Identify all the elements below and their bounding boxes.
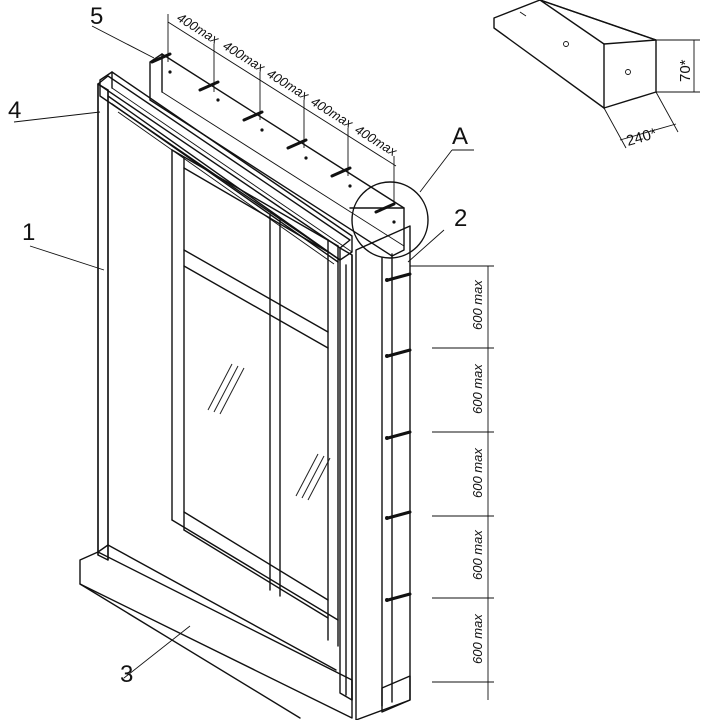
side-anchor xyxy=(385,348,412,358)
lintel xyxy=(99,71,353,261)
detail-a-circle xyxy=(351,181,429,259)
side-dimension-chain xyxy=(410,265,494,700)
top-angle-plate xyxy=(149,53,405,257)
callout-2: 2 xyxy=(454,205,467,232)
window-sash xyxy=(171,149,339,647)
callout-4: 4 xyxy=(8,97,21,124)
side-anchor xyxy=(385,510,412,520)
top-bolt xyxy=(286,138,308,160)
top-dimension-label: 400max xyxy=(174,10,222,47)
window-frame xyxy=(79,75,353,719)
side-anchor xyxy=(385,592,412,602)
side-dimension-label: 600 max xyxy=(470,530,485,580)
callout-3: 3 xyxy=(120,661,133,688)
top-bolt xyxy=(150,52,172,74)
side-dimension-label: 600 max xyxy=(470,614,485,664)
glass-reflection xyxy=(207,363,233,411)
top-bolt xyxy=(198,80,220,102)
top-bolt xyxy=(330,166,352,188)
callout-leaders xyxy=(13,25,445,679)
callout-detail-a: A xyxy=(452,123,468,150)
side-dimension-label: 600 max xyxy=(470,448,485,498)
top-dimension-chain xyxy=(167,14,397,204)
side-anchor xyxy=(385,430,412,440)
top-bolt xyxy=(374,202,396,224)
side-dimension-label: 600 max xyxy=(470,280,485,330)
detail-height-label: 70* xyxy=(677,59,694,82)
callout-1: 1 xyxy=(22,219,35,246)
side-dimension-labels: 600 max 600 max 600 max 600 max 600 max xyxy=(470,280,485,664)
top-bolt xyxy=(242,110,264,132)
side-anchors xyxy=(385,272,412,602)
callout-5: 5 xyxy=(90,3,103,30)
top-bolts xyxy=(150,52,396,224)
mounting-plate xyxy=(355,225,411,720)
detail-width-label: 240* xyxy=(624,125,659,150)
side-dimension-label: 600 max xyxy=(470,364,485,414)
side-anchor xyxy=(385,272,412,282)
angle-profile-detail xyxy=(493,0,700,149)
